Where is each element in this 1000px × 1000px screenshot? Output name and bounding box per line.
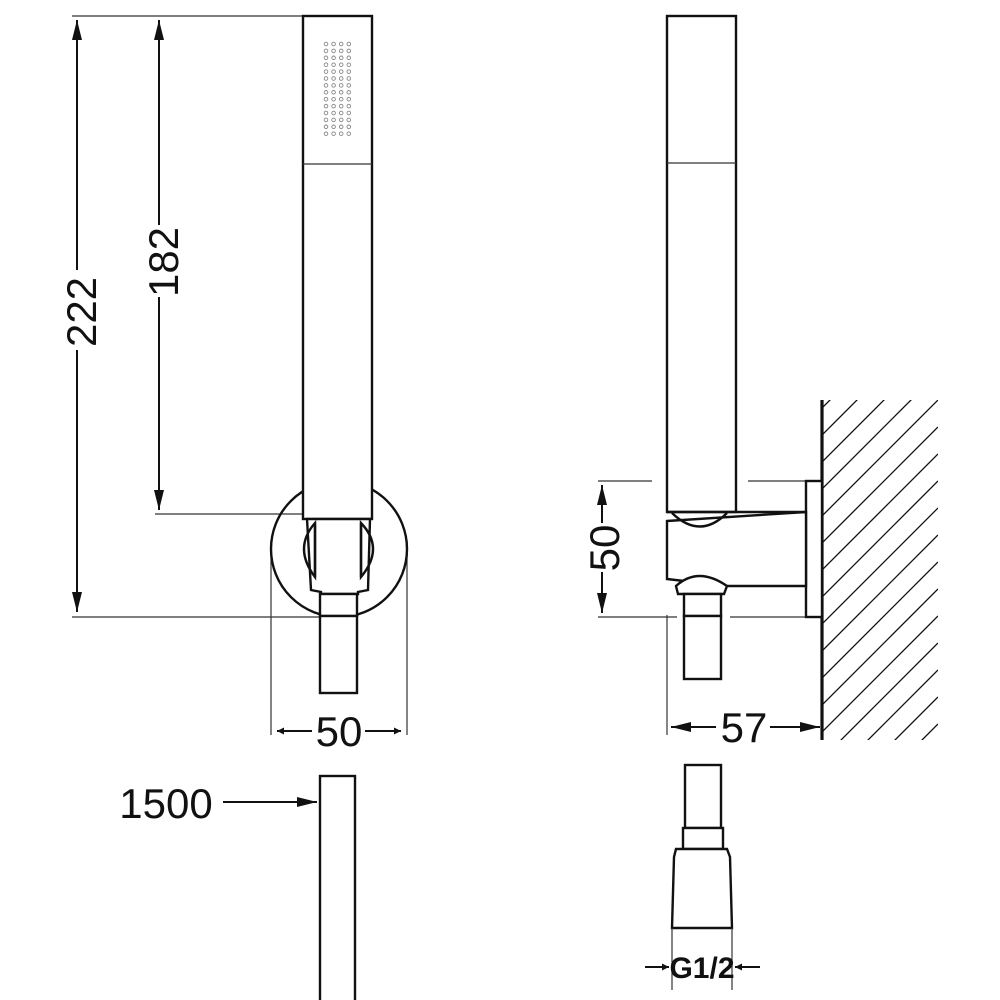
connector-sleeve	[683, 763, 723, 830]
shower-handle	[301, 14, 374, 521]
shower-hose	[318, 774, 357, 1000]
wall-hatching	[822, 400, 938, 740]
side-view: 50 57	[581, 14, 938, 751]
dimension-label-182: 182	[140, 227, 187, 297]
dimension-label-50-width: 50	[316, 708, 363, 755]
shower-handle-side	[665, 14, 738, 514]
wall-plate	[804, 479, 824, 619]
hose-connector-front	[318, 614, 359, 695]
dimension-label-222: 222	[58, 277, 105, 347]
dimension-label-57: 57	[721, 704, 768, 751]
front-view: 222 182 50	[55, 14, 409, 755]
thread-label: G1/2	[669, 952, 734, 985]
connector-nut	[670, 847, 734, 930]
dimension-label-1500: 1500	[119, 780, 212, 827]
holder-lower-cup	[674, 574, 729, 596]
hose-view: 1500	[119, 774, 357, 1000]
hose-connector-side	[682, 614, 723, 681]
dimension-label-50-height: 50	[581, 525, 628, 572]
connector-view: G1/2	[645, 763, 760, 990]
spray-nozzles	[323, 41, 352, 136]
holder-body-side	[665, 510, 808, 588]
